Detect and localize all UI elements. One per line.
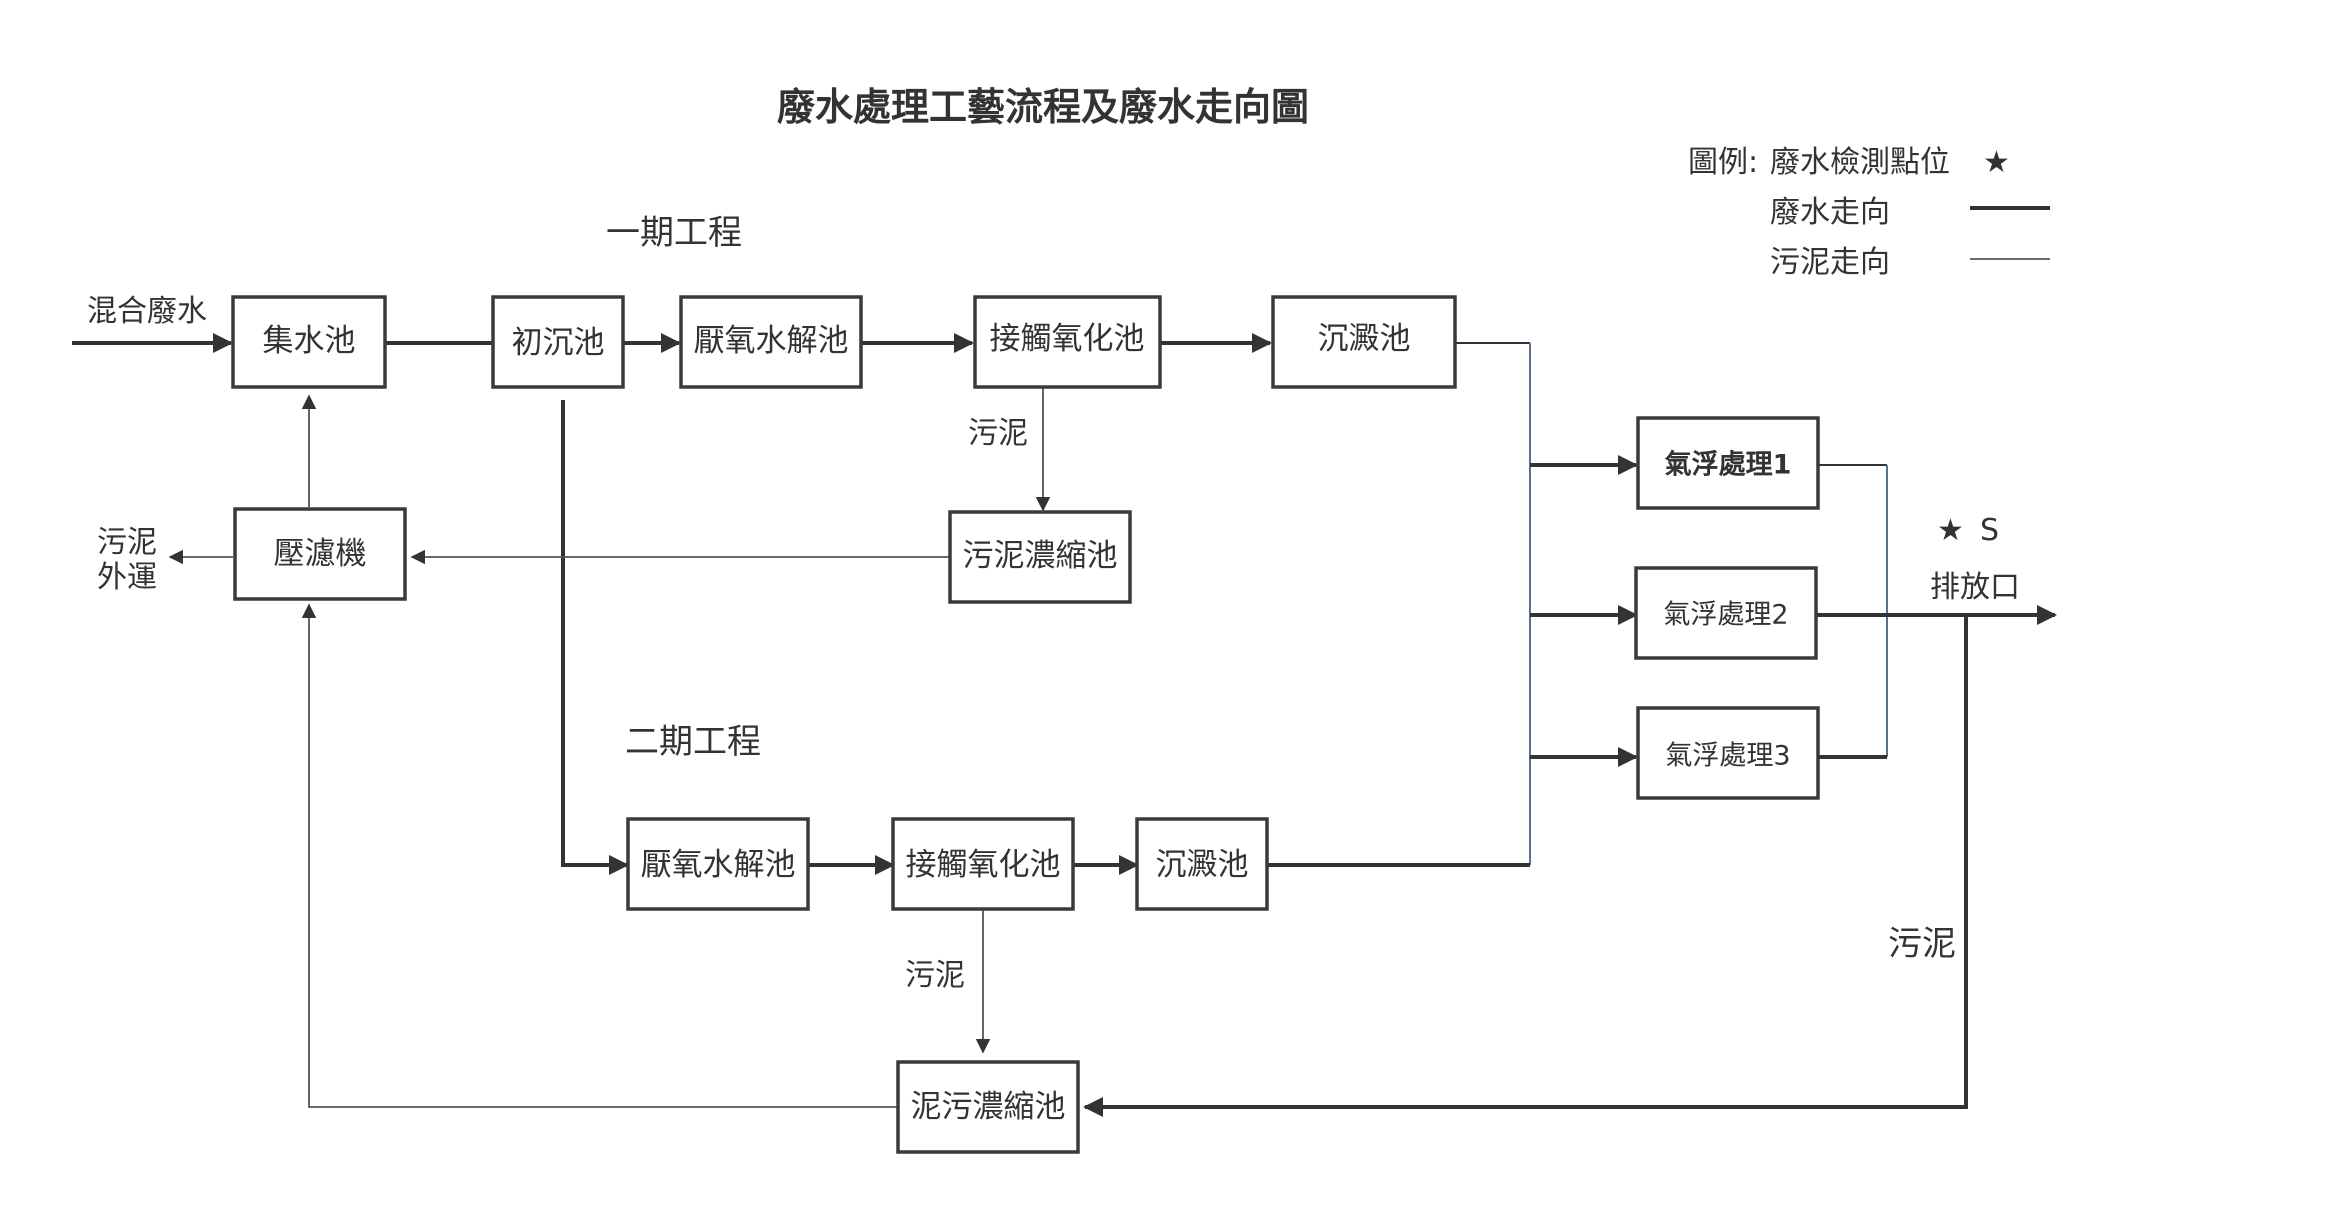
node-collect: 集水池 — [231, 295, 387, 389]
diagram-title: 廢水處理工藝流程及廢水走向圖 — [777, 85, 1309, 129]
node-filterpress: 壓濾機 — [233, 507, 407, 601]
sludge-out-label-line1: 污泥 — [97, 525, 157, 560]
legend-item-sludge: 污泥走向 — [1770, 245, 1890, 280]
node-sludge-thick2: 泥污濃縮池 — [896, 1060, 1080, 1154]
node-float2: 氣浮處理2 — [1634, 566, 1818, 660]
node-anaerobic1-label: 厭氧水解池 — [694, 323, 849, 359]
node-collect-label: 集水池 — [263, 323, 356, 359]
outlet-label: 排放口 — [1930, 570, 2020, 605]
primary-to-anaerobic2-line — [561, 400, 629, 875]
phase1-label: 一期工程 — [606, 213, 742, 253]
node-primary-label: 初沉池 — [512, 325, 605, 361]
sludge-out-label-line2: 外運 — [97, 560, 157, 595]
node-settle2-label: 沉澱池 — [1156, 847, 1249, 883]
node-float1-label: 氣浮處理1 — [1665, 450, 1792, 481]
node-contact1-label: 接觸氧化池 — [990, 321, 1145, 357]
legend-item-wastewater: 廢水走向 — [1770, 195, 1890, 230]
sampling-point-code: S — [1980, 513, 1999, 548]
contact2-sludge-label: 污泥 — [905, 958, 965, 993]
node-float1: 氣浮處理1 — [1636, 416, 1820, 510]
node-sludge-thick2-label: 泥污濃縮池 — [911, 1089, 1066, 1125]
node-float3: 氣浮處理3 — [1636, 706, 1820, 800]
legend: 圖例: 廢水檢測點位 ★ 廢水走向 污泥走向 — [1688, 145, 2050, 280]
node-contact2: 接觸氧化池 — [891, 817, 1075, 911]
inflow-label: 混合廢水 — [87, 294, 207, 329]
node-primary: 初沉池 — [491, 295, 625, 389]
node-filterpress-label: 壓濾機 — [274, 536, 367, 572]
legend-star-icon: ★ — [1983, 145, 2010, 180]
sampling-star-icon: ★ — [1937, 513, 1964, 548]
node-float3-label: 氣浮處理3 — [1665, 741, 1790, 772]
outlet-sludge-label: 污泥 — [1888, 924, 1956, 964]
legend-prefix: 圖例: — [1688, 145, 1758, 180]
node-settle1-label: 沉澱池 — [1318, 321, 1411, 357]
node-anaerobic2-label: 厭氧水解池 — [641, 847, 796, 883]
node-contact2-label: 接觸氧化池 — [906, 847, 1061, 883]
legend-item-sampling: 廢水檢測點位 — [1770, 145, 1950, 180]
connectors — [72, 333, 2057, 1117]
node-settle1: 沉澱池 — [1271, 295, 1457, 389]
node-anaerobic1: 厭氧水解池 — [679, 295, 863, 389]
phase2-label: 二期工程 — [625, 722, 761, 762]
node-sludge-thick1: 污泥濃縮池 — [948, 510, 1132, 604]
node-settle2: 沉澱池 — [1135, 817, 1269, 911]
node-float2-label: 氣浮處理2 — [1663, 600, 1788, 631]
node-anaerobic2: 厭氧水解池 — [626, 817, 810, 911]
outlet-sludge-return-line — [1083, 615, 1968, 1117]
contact1-sludge-label: 污泥 — [968, 416, 1028, 451]
node-sludge-thick1-label: 污泥濃縮池 — [963, 538, 1118, 574]
thick2-to-filterpress-line — [301, 603, 898, 1108]
node-contact1: 接觸氧化池 — [973, 295, 1162, 389]
